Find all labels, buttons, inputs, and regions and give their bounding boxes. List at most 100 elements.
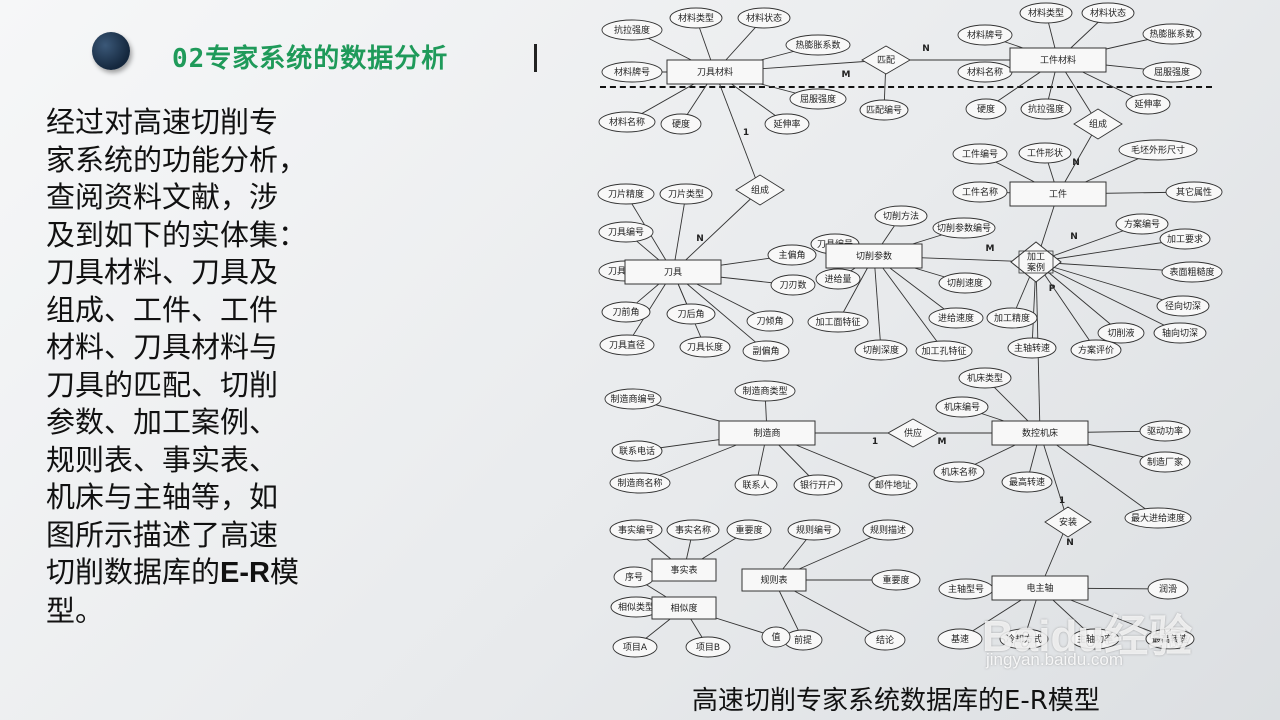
- attribute-ellipse: [597, 183, 655, 205]
- attribute-label: 延伸率: [773, 118, 800, 130]
- attribute-label: 规则编号: [796, 524, 832, 536]
- attribute-label: 银行开户: [800, 479, 836, 491]
- relationship-label: 匹配: [877, 55, 895, 66]
- attribute-label: 其它属性: [1176, 186, 1212, 198]
- attribute-label: 切削参数编号: [937, 222, 991, 234]
- attribute-ellipse: [915, 340, 973, 362]
- attribute-ellipse: [1115, 213, 1169, 235]
- entity-box: [1010, 241, 1062, 283]
- page-title: 02专家系统的数据分析: [172, 44, 449, 74]
- attribute-ellipse: [1018, 142, 1072, 164]
- desc-line: 组成、工件、工件: [46, 292, 279, 327]
- desc-line: 图所示描述了高速: [46, 517, 279, 552]
- attribute-ellipse: [761, 626, 791, 648]
- attribute-ellipse: [601, 61, 663, 83]
- er-edge: [714, 71, 761, 191]
- attribute-ellipse: [864, 629, 906, 651]
- entity-label: 相似度: [670, 602, 697, 614]
- attribute-label: 工件名称: [962, 186, 998, 198]
- relationship-diamond: [1073, 108, 1123, 140]
- attribute-ellipse: [958, 367, 1012, 389]
- attribute-ellipse: [666, 303, 716, 325]
- attribute-ellipse: [862, 519, 914, 541]
- attribute-label: 制造厂家: [1147, 456, 1183, 468]
- attribute-ellipse: [807, 311, 869, 333]
- cardinality-label: 1: [872, 437, 878, 447]
- attribute-ellipse: [789, 88, 847, 110]
- attribute-ellipse: [859, 99, 909, 121]
- relationship-label: 安装: [1059, 516, 1077, 528]
- text-cursor: [534, 44, 537, 72]
- relationship-diamond: [861, 45, 911, 75]
- er-edge: [672, 271, 767, 352]
- attribute-ellipse: [854, 339, 908, 361]
- entity-box: [666, 59, 764, 85]
- attribute-label: 主轴功率: [1077, 633, 1113, 645]
- attribute-label: 最大进给速度: [1131, 512, 1185, 524]
- attribute-ellipse: [659, 183, 713, 205]
- attribute-label: 刀具编号: [608, 226, 644, 238]
- attribute-label: 切削液: [1107, 327, 1134, 339]
- attribute-label: 材料牌号: [967, 29, 1003, 41]
- attribute-ellipse: [598, 111, 656, 133]
- attribute-ellipse: [746, 310, 794, 332]
- er-edge: [1035, 261, 1122, 334]
- attribute-ellipse: [679, 336, 731, 358]
- attribute-label: 材料牌号: [614, 66, 650, 78]
- attribute-label: 刀具长度: [687, 341, 723, 353]
- attribute-ellipse: [601, 19, 663, 41]
- watermark-logo: Baidu经验: [982, 612, 1193, 661]
- attribute-label: 加工面特征: [815, 316, 860, 328]
- attribute-label: 驱动功率: [1147, 425, 1183, 437]
- attribute-ellipse: [874, 205, 928, 227]
- relationship-label: 供应: [904, 427, 922, 439]
- attribute-label: 刀倾角: [756, 315, 783, 327]
- attribute-ellipse: [770, 274, 816, 296]
- attribute-label: 刀前角: [612, 306, 639, 318]
- cardinality-label: M: [986, 244, 995, 254]
- attribute-ellipse: [1097, 322, 1145, 344]
- attribute-label: 主轴型号: [948, 583, 984, 595]
- desc-line: 经过对高速切削专: [46, 105, 279, 139]
- attribute-label: 相似类型: [618, 601, 654, 613]
- attribute-label: 刀具直径: [609, 339, 645, 351]
- desc-line: 切削数据库的E-R模: [46, 555, 299, 589]
- relationship-label: 组成: [751, 184, 769, 196]
- attribute-label: 序号: [625, 571, 643, 583]
- attribute-label: 加工孔特征: [921, 345, 966, 357]
- er-edge: [1039, 432, 1159, 519]
- attribute-ellipse: [1139, 420, 1191, 442]
- attribute-ellipse: [685, 636, 731, 658]
- cardinality-label: N: [922, 44, 930, 54]
- attribute-label: 延伸率: [1134, 98, 1161, 110]
- attribute-label: 径向切深: [1165, 300, 1201, 312]
- er-edge: [873, 255, 882, 351]
- entity-box: [1009, 47, 1107, 73]
- attribute-ellipse: [938, 272, 992, 294]
- attribute-label: 毛坯外形尺寸: [1131, 144, 1185, 156]
- attribute-label: 抗拉强度: [614, 24, 650, 36]
- attribute-ellipse: [868, 474, 918, 496]
- attribute-label: 机床名称: [941, 466, 977, 478]
- entity-box: [651, 558, 717, 582]
- attribute-ellipse: [1125, 93, 1171, 115]
- attribute-ellipse: [1081, 2, 1135, 24]
- attribute-label: 联系电话: [619, 445, 655, 457]
- desc-line: 机床与主轴等，如: [46, 480, 279, 514]
- attribute-label: 进给速度: [938, 312, 974, 324]
- attribute-ellipse: [611, 440, 663, 462]
- attribute-label: 刀片精度: [608, 188, 644, 200]
- entity-inner-box: [1018, 250, 1054, 274]
- attribute-ellipse: [764, 113, 810, 135]
- attribute-label: 材料名称: [609, 116, 645, 128]
- attribute-label: 项目A: [623, 642, 648, 653]
- description-text: 经过对高速切削专 家系统的功能分析， 查阅资料文献，涉 及到如下的实体集： 刀具…: [46, 104, 336, 630]
- attribute-label: 切削速度: [947, 277, 983, 289]
- cardinality-label: N: [1072, 158, 1080, 168]
- attribute-label: 材料状态: [1090, 7, 1126, 19]
- desc-line: 查阅资料文献，涉: [46, 180, 279, 214]
- entity-label: 数控机床: [1022, 427, 1058, 439]
- relationship-diamond: [887, 418, 939, 448]
- attribute-label: 工件编号: [962, 148, 998, 160]
